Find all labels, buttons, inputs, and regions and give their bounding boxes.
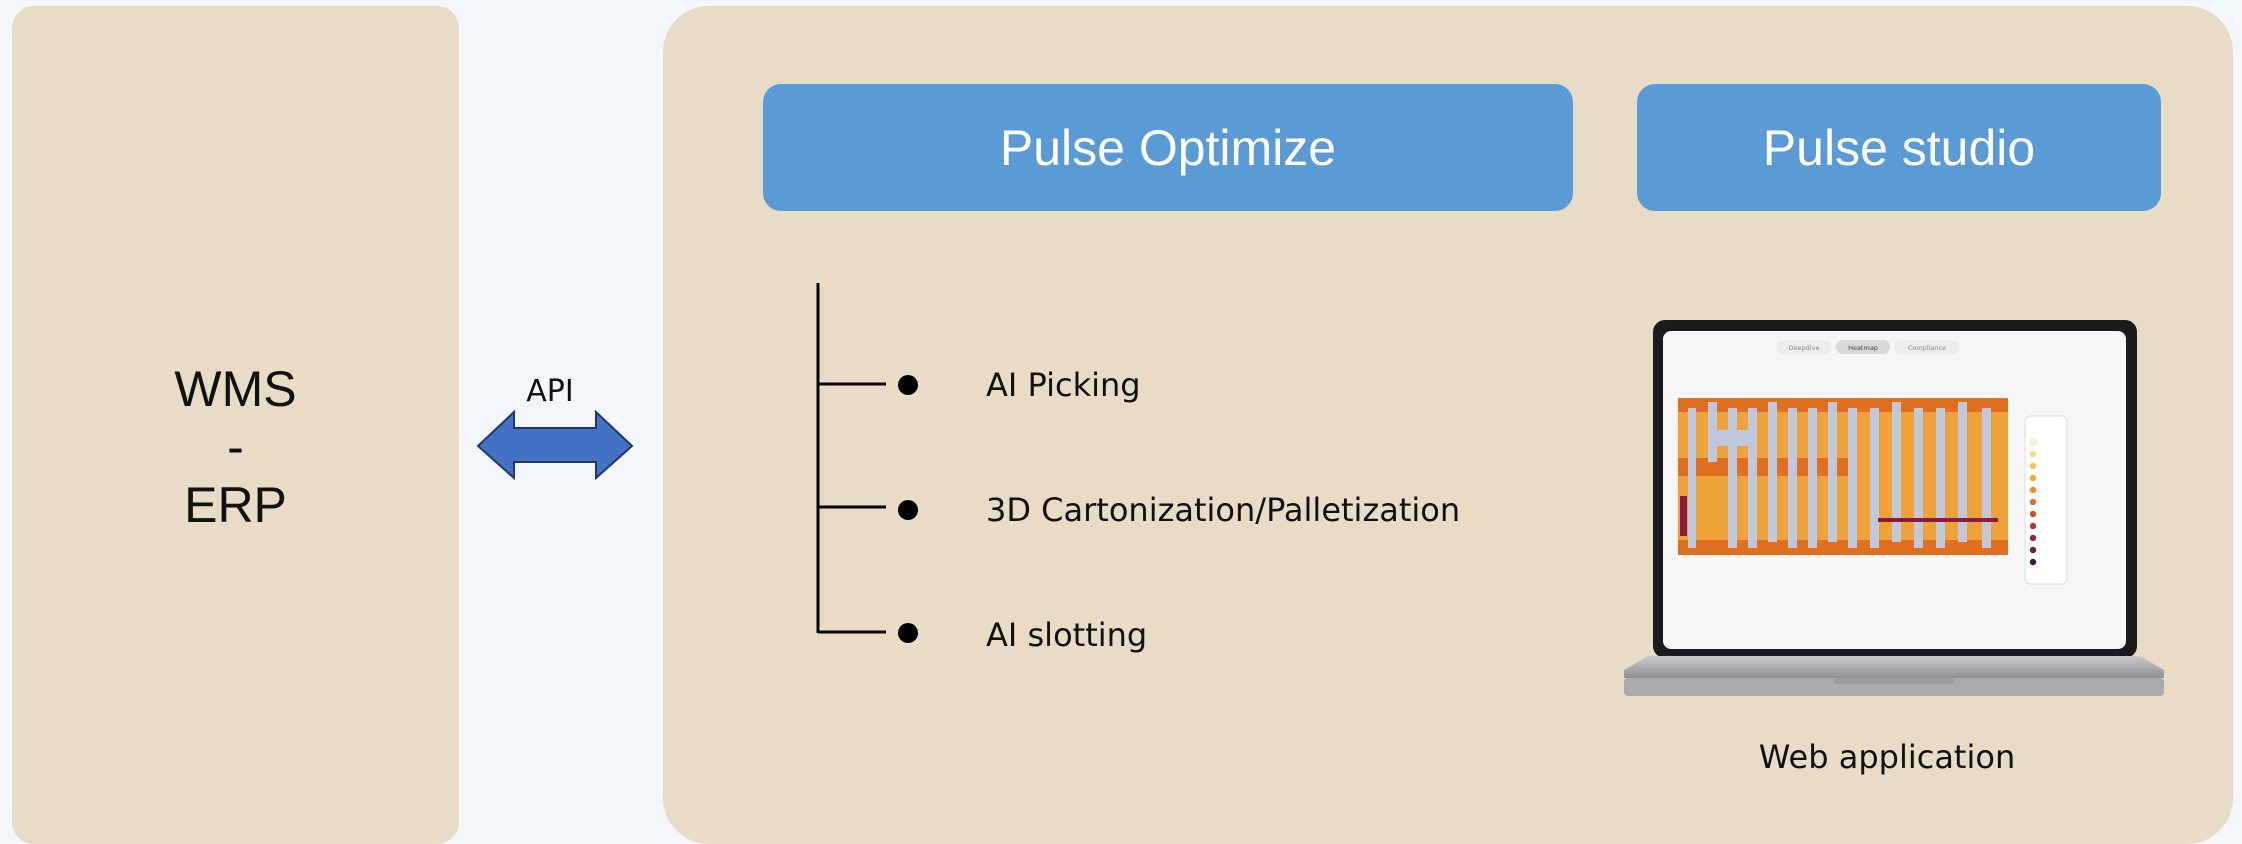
feature-ai-slotting: AI slotting: [986, 616, 1148, 654]
screen-tab-label: Compliance: [1908, 344, 1946, 352]
screen-tab: [1894, 340, 1960, 354]
laptop-base: [1624, 678, 2164, 696]
source-systems-label: WMS - ERP: [12, 360, 459, 534]
double-arrow-icon: [476, 410, 634, 480]
screen-tab-label: Heatmap: [1848, 344, 1878, 352]
source-systems-panel: [12, 6, 459, 844]
erp-label: ERP: [184, 477, 287, 533]
laptop-image: Deepdive Heatmap Compliance: [1624, 320, 2164, 696]
screen-tab-label: Deepdive: [1789, 344, 1820, 352]
laptop-caption: Web application: [1758, 738, 2016, 776]
wms-label: WMS: [174, 361, 297, 417]
api-label: API: [526, 374, 574, 409]
pulse-optimize-header: Pulse Optimize: [763, 84, 1573, 211]
feature-3d-cartonization: 3D Cartonization/Palletization: [986, 491, 1461, 529]
separator-label: -: [227, 419, 244, 475]
laptop-trackpad-notch: [1834, 678, 1954, 684]
heatmap-legend: [2024, 415, 2068, 585]
heatmap-peak-zones: [1680, 496, 1998, 536]
screen-tab: [1776, 340, 1832, 354]
feature-ai-picking: AI Picking: [986, 366, 1141, 404]
screen-tab-active: [1836, 340, 1890, 354]
heatmap-aisles: [1688, 402, 1991, 548]
heatmap-legend-swatches: [2029, 438, 2037, 566]
laptop-keyboard-deck: [1624, 656, 2164, 678]
pulse-studio-header: Pulse studio: [1637, 84, 2161, 211]
